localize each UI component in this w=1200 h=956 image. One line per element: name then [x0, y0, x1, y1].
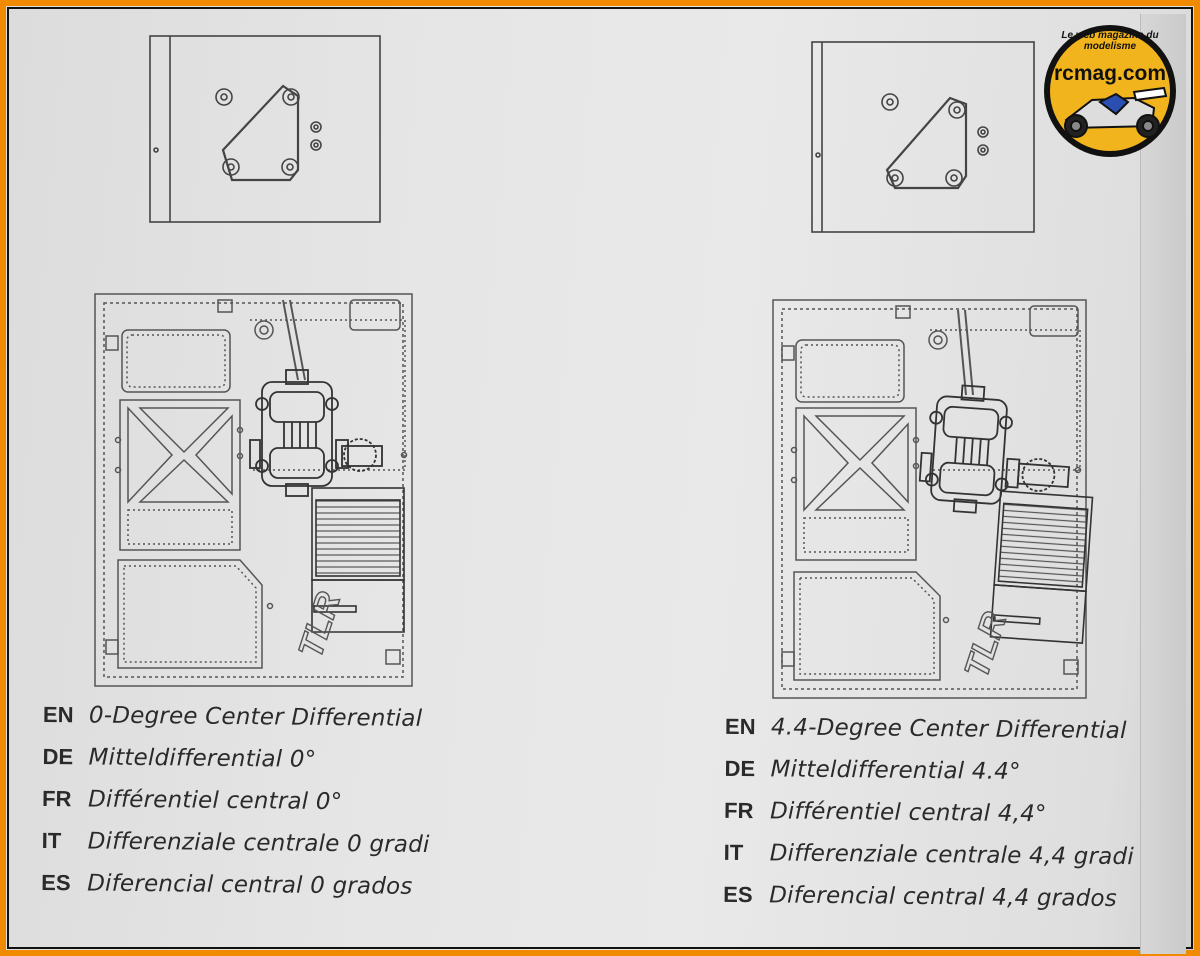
legend-right-row-it: IT Differenziale centrale 4,4 gradi [723, 839, 1135, 886]
left-tlr-engraving: TLR [291, 587, 348, 662]
top-right-plate-detail [811, 41, 1035, 233]
caption-text: Mitteldifferential 4.4° [770, 756, 1021, 785]
rcmag-logo: Le web magazine du modelisme rcmag.com [1036, 22, 1184, 160]
caption-text: Differenziale centrale 4,4 gradi [769, 840, 1135, 871]
lang-code: EN [42, 701, 74, 728]
legend-left-row-fr: FR Différentiel central 0° [42, 786, 430, 832]
lang-code: FR [41, 785, 72, 812]
caption-text: Mitteldifferential 0° [88, 744, 317, 773]
caption-text: Diferencial central 4,4 grados [769, 882, 1118, 912]
legend-right-row-es: ES Diferencial central 4,4 grados [723, 882, 1134, 928]
lang-code: IT [41, 827, 62, 854]
right-tlr-engraving: TLR [957, 607, 1014, 682]
legend-right-row-en: EN 4.4-Degree Center Differential [725, 714, 1136, 760]
caption-text: 4.4-Degree Center Differential [770, 714, 1127, 745]
caption-text: Diferencial central 0 grados [87, 870, 413, 900]
logo-disc-icon [1044, 25, 1176, 157]
caption-text: Differenziale centrale 0 gradi [87, 828, 430, 859]
lang-code: EN [724, 713, 756, 740]
buggy-icon [1064, 86, 1168, 138]
lang-code: FR [723, 797, 754, 824]
logo-name: rcmag.com [1053, 62, 1167, 85]
right-chassis-diagram: TLR [772, 299, 1094, 699]
lang-code: ES [723, 881, 753, 908]
lang-code: DE [42, 743, 74, 770]
legend-left-row-en: EN 0-Degree Center Differential [43, 702, 431, 748]
top-left-plate-detail [149, 35, 381, 223]
lang-code: IT [723, 839, 744, 866]
caption-text: 0-Degree Center Differential [88, 702, 423, 732]
legend-left-row-es: ES Diferencial central 0 grados [41, 870, 429, 916]
legend-left: EN 0-Degree Center Differential DE Mitte… [41, 702, 431, 916]
caption-text: Différentiel central 4,4° [769, 798, 1047, 828]
legend-right-row-de: DE Mitteldifferential 4.4° [724, 756, 1135, 802]
legend-left-row-it: IT Differenziale centrale 0 gradi [41, 827, 430, 874]
left-chassis-diagram: TLR [94, 293, 413, 687]
caption-text: Différentiel central 0° [87, 786, 343, 816]
logo-ring-text: Le web magazine du modelisme [1061, 30, 1159, 52]
page-edge [1140, 14, 1186, 954]
legend-left-row-de: DE Mitteldifferential 0° [42, 744, 430, 790]
lang-code: ES [41, 869, 71, 896]
legend-right-row-fr: FR Différentiel central 4,4° [724, 798, 1135, 844]
lang-code: DE [724, 755, 756, 782]
legend-right: EN 4.4-Degree Center Differential DE Mit… [723, 714, 1135, 928]
